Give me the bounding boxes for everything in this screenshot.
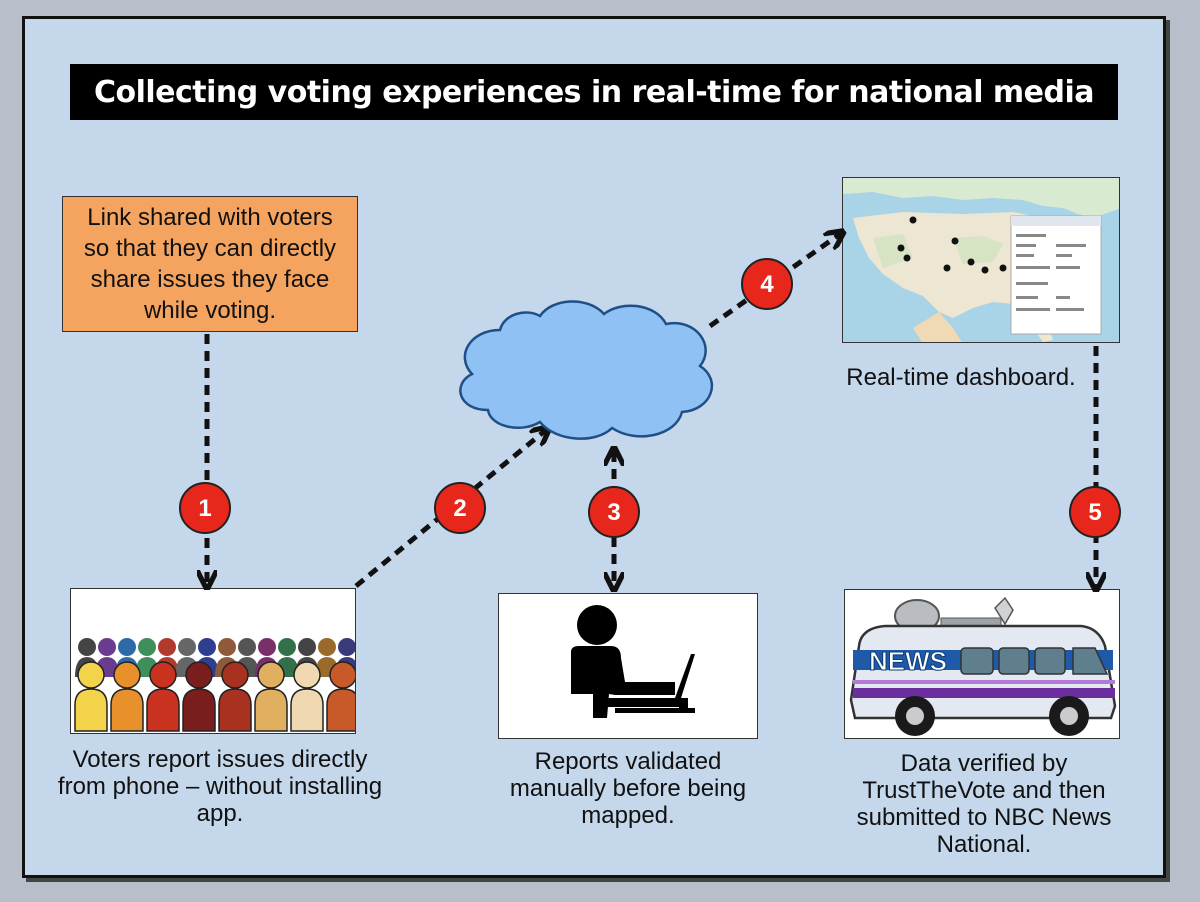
laptop-user-image xyxy=(498,593,758,739)
crowd-person xyxy=(110,661,144,732)
crowd-person xyxy=(290,661,324,732)
dashboard-caption: Real-time dashboard. xyxy=(846,364,1076,391)
step-badge-2: 2 xyxy=(434,482,486,534)
news-van-image: NEWS xyxy=(844,589,1120,739)
crowd-person xyxy=(74,661,108,732)
validated-caption: Reports validated manually before being … xyxy=(509,748,747,829)
step-badge-5: 5 xyxy=(1069,486,1121,538)
svg-text:5: 5 xyxy=(1088,499,1101,526)
svg-text:3: 3 xyxy=(607,499,620,526)
link-shared-box: Link shared with voters so that they can… xyxy=(62,196,358,332)
step-badge-4: 4 xyxy=(741,258,793,310)
voters-caption: Voters report issues directly from phone… xyxy=(57,746,383,827)
crowd-person xyxy=(182,661,216,732)
dashboard-map-image xyxy=(842,177,1120,343)
svg-text:1: 1 xyxy=(198,495,211,522)
step-badge-3: 3 xyxy=(588,486,640,538)
crowd-person xyxy=(326,661,355,732)
news-label: NEWS xyxy=(869,646,947,676)
svg-text:4: 4 xyxy=(760,271,774,298)
voters-crowd-image xyxy=(70,588,356,734)
step-badge-1: 1 xyxy=(179,482,231,534)
crowd-person xyxy=(218,661,252,732)
arrow-4 xyxy=(708,234,840,329)
crowd-person xyxy=(254,661,288,732)
svg-text:2: 2 xyxy=(453,495,466,522)
verified-caption: Data verified by TrustTheVote and then s… xyxy=(856,750,1112,858)
crowd-person xyxy=(146,661,180,732)
page-title: Collecting voting experiences in real-ti… xyxy=(70,64,1118,120)
cloud-icon xyxy=(459,300,714,440)
